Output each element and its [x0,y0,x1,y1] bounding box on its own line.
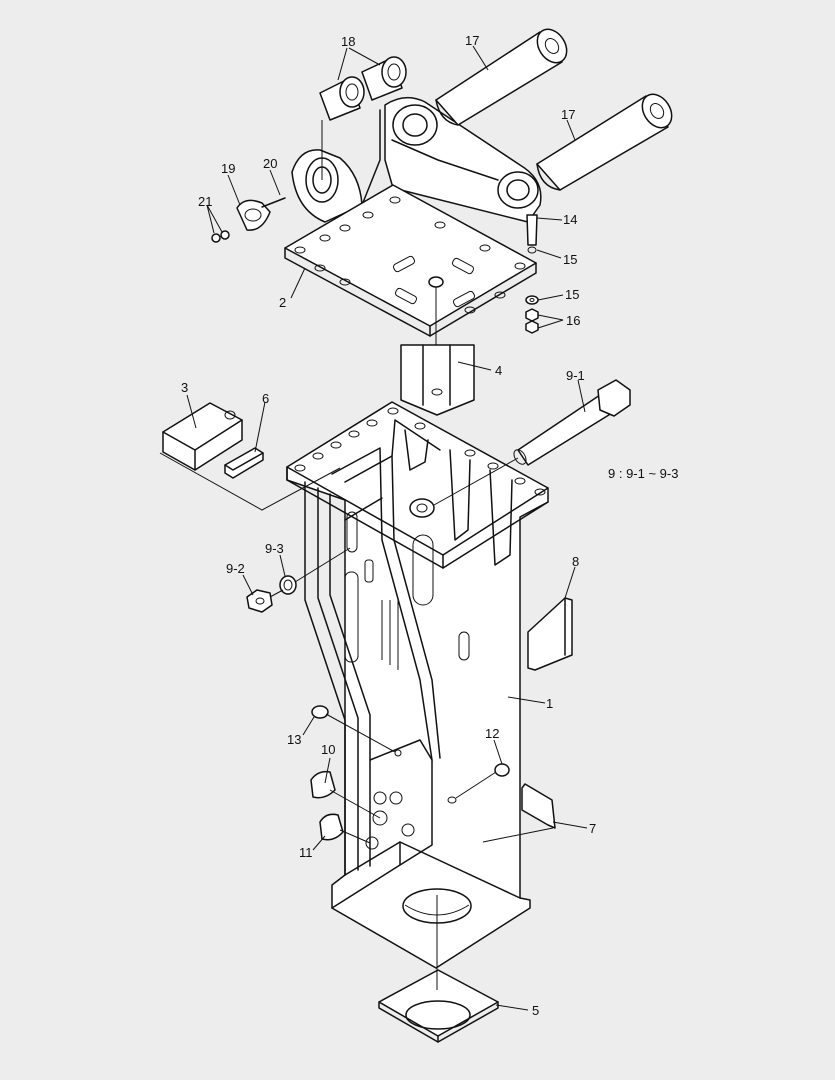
pin-upper [435,28,568,126]
callout-14: 14 [563,212,577,227]
callout-17-a: 17 [465,33,479,48]
callout-15-b: 15 [565,287,579,302]
callout-7: 7 [589,821,596,836]
callout-19: 19 [221,161,235,176]
callout-1: 1 [546,696,553,711]
callout-21: 21 [198,194,212,209]
bottom-bushing [378,969,499,1043]
bracket-assembly [284,96,542,345]
callout-labels: 1 2 3 4 5 6 7 8 9-1 9-2 9-3 10 11 12 13 … [181,33,678,1018]
callout-12: 12 [485,726,499,741]
callout-9-1: 9-1 [566,368,585,383]
leader-lines [186,45,588,1011]
callout-8: 8 [572,554,579,569]
callout-15-a: 15 [563,252,577,267]
cushion [400,344,475,416]
callout-11: 11 [299,845,313,860]
plate-holes [294,196,526,314]
callout-9-2: 9-2 [226,561,245,576]
callout-10: 10 [321,742,335,757]
hardware-19-21 [211,197,286,243]
hardware-14-16 [525,214,539,334]
plate-8 [527,597,573,671]
callout-18: 18 [341,34,355,49]
pin-lower [536,93,673,191]
callout-17-b: 17 [561,107,575,122]
callout-20: 20 [263,156,277,171]
callout-6: 6 [262,391,269,406]
callout-3: 3 [181,380,188,395]
top-plate-holes [294,407,546,496]
bushings [319,56,407,121]
main-housing [286,401,549,969]
nut-and-washer [246,547,351,613]
callout-9-3: 9-3 [265,541,284,556]
callout-16: 16 [566,313,580,328]
callout-4: 4 [495,363,502,378]
block-3-and-6 [159,402,341,511]
plugs [310,705,510,841]
plate-7 [521,783,556,829]
callout-5: 5 [532,1003,539,1018]
callout-2: 2 [279,295,286,310]
bolt-9-1 [409,379,631,518]
note-9-group: 9 : 9-1 ~ 9-3 [608,466,678,481]
callout-13: 13 [287,732,301,747]
